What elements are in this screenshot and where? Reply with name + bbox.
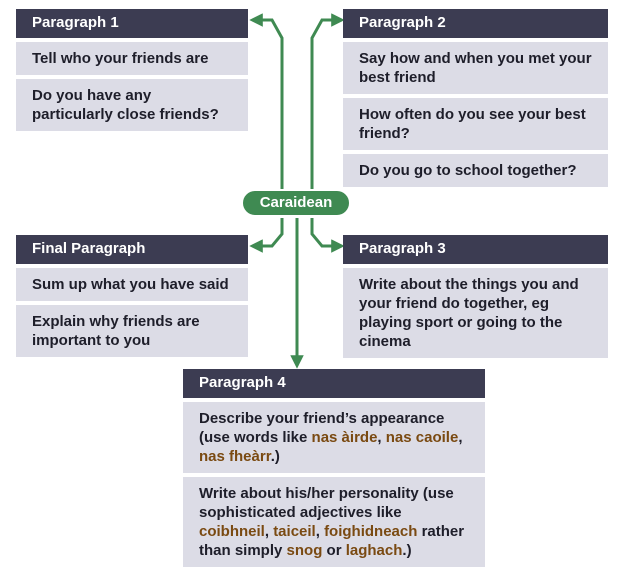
paragraph-1-box: Paragraph 1 Tell who your friends are Do… [16,9,248,131]
paragraph-4-box: Paragraph 4 Describe your friend’s appea… [183,369,485,567]
paragraph-2-item: Say how and when you met your best frien… [343,42,608,94]
text: , [377,429,386,446]
gaelic-word: nas caoile [385,429,459,446]
gaelic-word: foighidneach [324,523,418,540]
final-paragraph-title: Final Paragraph [16,235,248,264]
connector-to-paragraph-3 [310,218,345,253]
paragraph-2-item: Do you go to school together? [343,154,608,187]
paragraph-4-item-personality: Write about his/her personality (use sop… [183,477,485,567]
paragraph-1-title: Paragraph 1 [16,9,248,38]
text: , [315,523,325,540]
paragraph-4-title: Paragraph 4 [183,369,485,398]
text: or [322,542,346,559]
paragraph-3-box: Paragraph 3 Write about the things you a… [343,235,608,358]
paragraph-3-item: Write about the things you and your frie… [343,268,608,358]
connector-to-paragraph-2 [310,13,345,190]
text: Write about his/her personality (use sop… [199,485,454,521]
gaelic-word: taiceil [273,523,316,540]
paragraph-2-item: How often do you see your best friend? [343,98,608,150]
connector-to-paragraph-1 [249,13,284,190]
gaelic-word: nas fheàrr [199,448,271,465]
gaelic-word: snog [286,542,323,559]
gaelic-word: laghach [345,542,403,559]
paragraph-1-item: Do you have any particularly close frien… [16,79,248,131]
gaelic-word: coibhneil [199,523,265,540]
paragraph-3-title: Paragraph 3 [343,235,608,264]
text: .) [402,542,412,559]
paragraph-2-box: Paragraph 2 Say how and when you met you… [343,9,608,187]
paragraph-4-item-appearance: Describe your friend’s appearance (use w… [183,402,485,473]
final-paragraph-item: Explain why friends are important to you [16,305,248,357]
connector-to-final-paragraph [249,218,284,253]
center-topic: Caraidean [241,189,351,217]
text: Describe your friend’s appearance (use w… [199,410,445,446]
paragraph-2-title: Paragraph 2 [343,9,608,38]
final-paragraph-item: Sum up what you have said [16,268,248,301]
paragraph-1-item: Tell who your friends are [16,42,248,75]
text: .) [270,448,280,465]
text: rather than simply [199,523,465,559]
text: , [264,523,274,540]
text: , [458,429,463,446]
gaelic-word: nas àirde [311,429,378,446]
final-paragraph-box: Final Paragraph Sum up what you have sai… [16,235,248,357]
